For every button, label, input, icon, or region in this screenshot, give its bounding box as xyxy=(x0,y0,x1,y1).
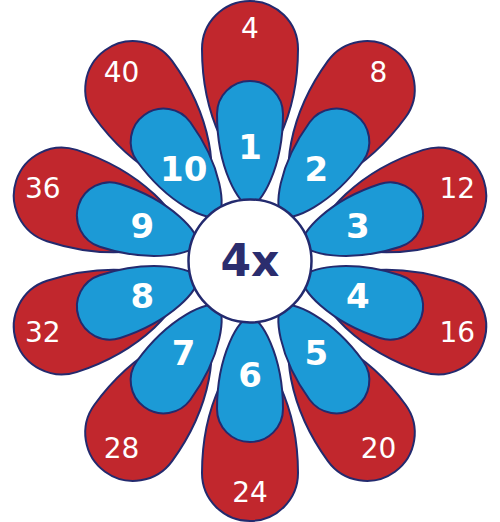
number-label: 1 xyxy=(238,130,262,164)
petal-shape xyxy=(67,22,245,216)
petal-shape xyxy=(256,22,434,216)
number-label: 6 xyxy=(238,358,262,392)
number-label: 7 xyxy=(171,336,195,370)
petal-shape xyxy=(217,317,283,442)
number-label: 12 xyxy=(439,175,475,203)
number-label: 4x xyxy=(221,239,280,283)
number-label: 8 xyxy=(130,279,154,313)
petal-shape xyxy=(202,351,298,521)
label-holder: 7 xyxy=(171,336,195,370)
petal-shape xyxy=(217,81,283,206)
petal-shape xyxy=(307,243,498,387)
label-holder: 1 xyxy=(238,130,262,164)
number-label: 24 xyxy=(232,479,268,507)
label-holder: 8 xyxy=(369,59,387,87)
number-label: 4 xyxy=(241,15,259,43)
number-label: 9 xyxy=(130,209,154,243)
label-holder: 2 xyxy=(305,152,329,186)
number-label: 2 xyxy=(305,152,329,186)
number-label: 40 xyxy=(104,59,140,87)
number-label: 8 xyxy=(369,59,387,87)
label-holder: 20 xyxy=(360,435,396,463)
circle-shape xyxy=(189,200,312,323)
number-label: 3 xyxy=(347,209,371,243)
label-holder: 5 xyxy=(305,336,329,370)
label-holder: 8 xyxy=(130,279,154,313)
inner-petal: 6 xyxy=(217,317,283,442)
label-holder: 10 xyxy=(159,152,206,186)
number-label: 28 xyxy=(104,435,140,463)
label-holder: 28 xyxy=(104,435,140,463)
petal-shape xyxy=(1,243,192,387)
number-label: 20 xyxy=(360,435,396,463)
number-label: 36 xyxy=(25,175,61,203)
label-holder: 3 xyxy=(347,209,371,243)
petal-shape xyxy=(202,1,298,171)
petal-shape xyxy=(1,135,192,279)
label-holder: 4 xyxy=(347,279,371,313)
number-label: 32 xyxy=(25,319,61,347)
label-holder: 12 xyxy=(439,175,475,203)
petal-shape xyxy=(307,135,498,279)
number-label: 4 xyxy=(347,279,371,313)
number-label: 16 xyxy=(439,319,475,347)
label-holder: 9 xyxy=(130,209,154,243)
label-holder: 36 xyxy=(25,175,61,203)
center-circle: 4x xyxy=(187,198,313,324)
label-holder: 40 xyxy=(104,59,140,87)
label-holder: 6 xyxy=(238,358,262,392)
inner-petal: 1 xyxy=(217,81,283,206)
number-label: 5 xyxy=(305,336,329,370)
petal-shape xyxy=(67,306,245,500)
label-holder: 4 xyxy=(241,15,259,43)
label-holder: 16 xyxy=(439,319,475,347)
number-label: 10 xyxy=(159,152,206,186)
label-holder: 24 xyxy=(232,479,268,507)
label-holder: 4x xyxy=(221,239,280,283)
label-holder: 32 xyxy=(25,319,61,347)
